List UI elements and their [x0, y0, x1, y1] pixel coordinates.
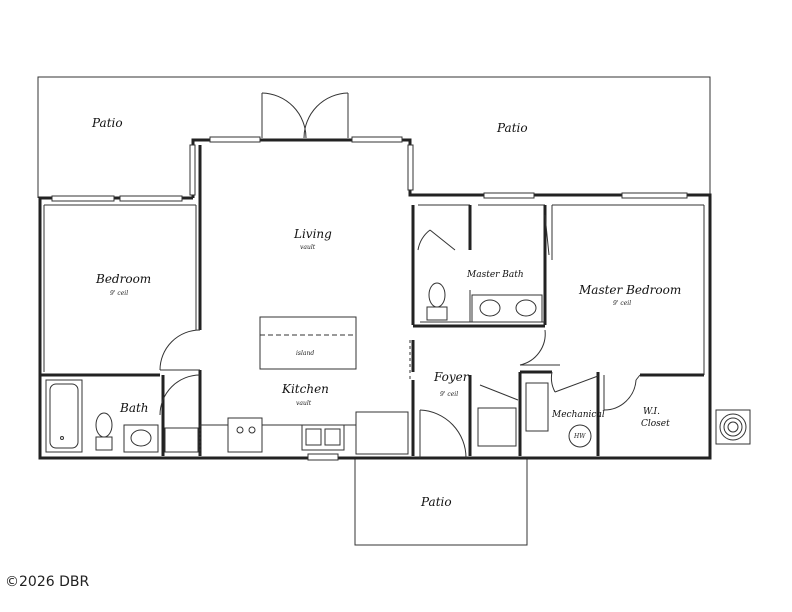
island-label: island [296, 350, 314, 357]
kitchen-island [259, 316, 357, 370]
mechanical-units [477, 382, 592, 448]
exterior-walls [38, 138, 712, 460]
kitchen-note: vault [296, 400, 312, 407]
patio-outline-bottom [354, 458, 528, 546]
patio-right-label: Patio [496, 121, 528, 135]
toilet-master [426, 282, 448, 321]
patio-bottom-label: Patio [420, 495, 452, 509]
wi-closet-label-2: Closet [641, 419, 670, 429]
vanity-master [471, 294, 543, 323]
mechanical-label: Mechanical [551, 410, 605, 420]
toilet-bath [95, 412, 113, 451]
bedroom-note: 9' ceil [110, 290, 128, 297]
patio-left-label: Patio [91, 116, 123, 130]
foyer-label: Foyer [433, 370, 470, 384]
bedroom-label: Bedroom [95, 272, 151, 286]
windows [51, 136, 688, 461]
bath-label: Bath [119, 401, 149, 415]
kitchen-label: Kitchen [281, 382, 329, 396]
master-bedroom-note: 9' ceil [613, 300, 631, 307]
copyright-text: ©2026 DBR [5, 574, 90, 590]
kitchen-counter [164, 411, 409, 455]
sink-bath [123, 424, 159, 453]
french-doors [261, 92, 349, 139]
living-note: vault [300, 244, 316, 251]
patio-outline-top [37, 76, 711, 198]
master-bath-label: Master Bath [466, 270, 524, 280]
openings [199, 340, 411, 456]
hw-label: HW [573, 433, 586, 440]
foyer-note: 9' ceil [440, 391, 458, 398]
bathtub [45, 379, 83, 453]
door-swings [159, 214, 641, 459]
wi-closet-label-1: W.I. [643, 407, 660, 417]
master-bedroom-label: Master Bedroom [578, 283, 681, 297]
ac-unit [715, 409, 751, 445]
living-label: Living [293, 227, 332, 241]
